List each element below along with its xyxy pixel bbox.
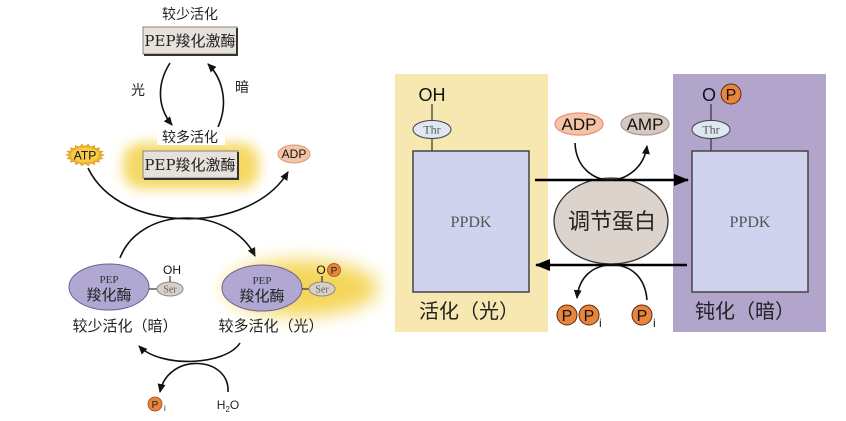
state-caption: 较少活化（暗） [72,317,177,335]
ppdk-box [412,150,530,293]
adp-badge-right: ADP [554,112,604,136]
amp-badge: AMP [620,112,670,136]
ppi-badge: P P i [556,304,602,330]
pi-symbol: P [637,308,648,325]
pi-subscript: i [653,316,656,330]
adp-label: ADP [282,147,307,161]
amp-ellipse [620,112,670,136]
adp-ellipse [277,144,311,164]
pi-symbol: P [152,400,159,411]
adp-label: ADP [562,115,597,134]
regulator-label: 调节蛋白 [568,210,656,235]
ppi-symbol-2: P [584,308,595,325]
phosphate-label: P [331,266,338,277]
ppi-subscript: i [599,316,602,330]
residue-label: Ser [315,285,329,296]
state-caption: 较多活化（光） [218,317,323,335]
oxygen-label: O [702,85,716,105]
ppdk-label: PPDK [730,214,771,231]
inactive-ppdk-panel: O P Thr PPDK 钝化（暗） [673,74,826,332]
bottom-state-label: 较多活化 [162,129,218,146]
phosphate-icon [147,396,163,412]
ppdk-regulation-diagram: OH Thr PPDK 活化（光） O P Thr PPDK 钝化（暗） ADP [395,74,826,332]
residue-label: Ser [163,285,177,296]
regulatory-protein: 调节蛋白 [553,177,669,265]
atp-label: ATP [74,149,96,163]
ppdk-label: PPDK [451,214,492,231]
residue-label: Thr [702,123,719,137]
kinase-label: PEP羧化激酶 [144,156,235,174]
water-subscript: 2 [225,405,230,414]
enzyme-ellipse [221,264,303,312]
pi-subscript: i [164,404,166,413]
adp-ellipse [554,112,604,136]
dark-label: 暗 [235,80,249,96]
enzyme-line1: PEP [100,274,119,286]
atp-badge: ATP [65,143,105,167]
water-label: H2O [217,398,239,414]
active-ppdk-panel: OH Thr PPDK 活化（光） [395,74,548,332]
phosphate-icon [720,83,742,105]
pi-left: P i [147,396,166,413]
dark-arrow [207,63,225,128]
pi-to-ppi-arrow [573,264,648,301]
light-label: 光 [131,83,145,99]
kinase-label: PEP羧化激酶 [144,32,235,50]
kinase-box-shadow [144,28,238,56]
enzyme-line1: PEP [253,275,272,287]
pepc-regulation-diagram: 较少活化 PEP羧化激酶 光 暗 较多活化 PEP羧化激酶 ATP ADP [65,7,378,414]
top-state-label: 较少活化 [162,7,218,23]
enzyme-ellipse [68,263,150,311]
hydroxyl-group: OH [419,85,446,105]
atp-core [71,147,99,163]
kinase-box-more-active: PEP羧化激酶 [142,150,239,180]
panel-caption: 活化（光） [419,299,519,323]
phosphate-icon [556,304,578,326]
ppi-symbol-1: P [562,308,573,325]
adp-badge-left: ADP [277,144,311,164]
residue-label: Thr [423,123,440,137]
kinase-box-shadow [144,152,239,180]
pepc-less-active: PEP 羧化酶 Ser OH 较少活化（暗） [68,263,184,335]
dephosphorylation-arrow [138,342,241,363]
enzyme-line2: 羧化酶 [86,286,131,304]
phosphate-icon [631,304,653,326]
phosphate-icon [578,304,600,326]
light-arrow [159,62,173,126]
hydrolysis-arrow [157,362,229,393]
pi-badge-right: P i [631,304,656,330]
amp-label: AMP [627,115,664,134]
ppdk-box [691,150,809,293]
phosphate-label: P [726,87,737,104]
pepc-more-active: PEP 羧化酶 Ser O P 较多活化（光） [218,260,378,335]
panel-caption: 钝化（暗） [695,299,795,323]
enzyme-line2: 羧化酶 [239,287,284,305]
water-o: O [230,398,239,412]
phosphate-icon [327,263,341,277]
hydroxyl-group: OH [163,263,181,277]
kinase-box-less-active: PEP羧化激酶 [142,26,238,56]
adp-to-amp-arrow [574,142,650,181]
phosphorylation-arrow [119,217,256,259]
label-backdrop [157,127,225,145]
kinase-box-bg [142,26,238,55]
oxygen-label: O [316,263,325,277]
water-h: H [217,398,226,412]
